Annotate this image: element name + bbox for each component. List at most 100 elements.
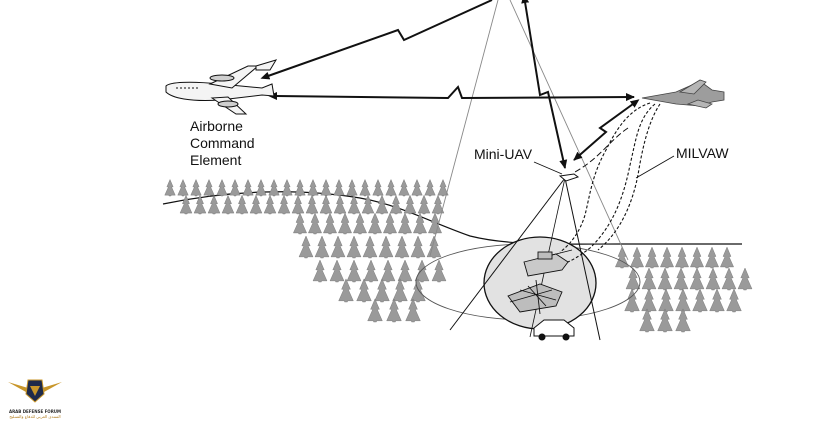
conifer-tree: [346, 235, 362, 259]
conifer-tree: [320, 178, 332, 197]
conifer-tree: [346, 259, 362, 283]
conifer-tree: [305, 194, 319, 215]
car-icon: [533, 319, 575, 341]
conifer-tree: [720, 246, 734, 269]
conifer-tree: [383, 212, 397, 235]
conifer-tree: [437, 178, 449, 197]
logo-name-arabic: المنتدى العربي للدفاع والتسليح: [9, 414, 61, 419]
mini-uav-label: Mini-UAV: [474, 146, 533, 162]
conifer-tree: [413, 212, 427, 235]
conifer-tree: [361, 194, 375, 215]
conifer-tree: [417, 194, 431, 215]
conifer-tree: [368, 212, 382, 235]
conifer-tree: [333, 178, 345, 197]
conifer-tree: [624, 288, 640, 313]
uav-sensor-line-2: [564, 177, 601, 341]
arab-defense-forum-logo: ARAB DEFENSE FORUM المنتدى العربي للدفاع…: [4, 374, 66, 419]
conifer-tree: [389, 194, 403, 215]
conifer-tree: [375, 194, 389, 215]
conifer-tree: [392, 278, 408, 303]
conifer-tree: [378, 235, 394, 259]
conifer-tree: [403, 194, 417, 215]
conifer-tree: [673, 267, 689, 291]
airborne-label-line-3: Element: [190, 152, 242, 168]
conifer-tree: [374, 278, 390, 303]
conifer-tree: [255, 178, 267, 197]
conifer-tree: [323, 212, 337, 235]
conifer-tree: [658, 288, 674, 313]
conifer-tree: [398, 178, 410, 197]
conifer-tree: [405, 298, 421, 323]
conifer-tree: [726, 288, 742, 313]
conifer-tree: [721, 267, 737, 291]
conifer-tree: [347, 194, 361, 215]
conifer-tree: [410, 235, 426, 259]
airborne-label-line-1: Airborne: [190, 118, 243, 134]
view-cone-left: [429, 0, 499, 257]
conifer-tree: [372, 178, 384, 197]
conifer-tree: [329, 259, 345, 283]
conifer-tree: [639, 308, 655, 333]
target-zone: [483, 236, 597, 330]
conifer-tree: [660, 246, 674, 269]
airborne-command-aircraft-icon: [165, 59, 278, 115]
conifer-tree: [298, 235, 314, 259]
conifer-tree: [645, 246, 659, 269]
airborne-command-element-label: Airborne Command Element: [190, 118, 255, 169]
milvaw-label: MILVAW: [676, 145, 729, 161]
conifer-tree: [410, 278, 426, 303]
conifer-tree: [193, 194, 207, 215]
conifer-tree: [333, 194, 347, 215]
airborne-label-line-2: Command: [190, 135, 255, 151]
conifer-tree: [657, 308, 673, 333]
logo-name: ARAB DEFENSE FORUM: [8, 409, 62, 414]
conifer-tree: [338, 212, 352, 235]
conifer-tree: [414, 259, 430, 283]
fighter-jet-icon: [641, 79, 725, 109]
logo-emblem-icon: [8, 379, 62, 403]
conifer-tree: [179, 194, 193, 215]
conifer-tree: [164, 178, 176, 197]
conifer-tree: [705, 246, 719, 269]
conifer-tree: [319, 194, 333, 215]
conifer-tree: [338, 278, 354, 303]
conifer-tree: [367, 298, 383, 323]
conifer-tree: [424, 178, 436, 197]
conifer-tree: [281, 178, 293, 197]
conifer-tree: [353, 212, 367, 235]
conifer-tree: [737, 267, 753, 291]
conifer-tree: [177, 178, 189, 197]
conifer-tree: [307, 178, 319, 197]
conifer-tree: [242, 178, 254, 197]
forest-left: [164, 178, 449, 323]
conifer-tree: [394, 235, 410, 259]
milvaw-leader: [635, 155, 675, 179]
conifer-tree: [291, 194, 305, 215]
conifer-tree: [625, 267, 641, 291]
conifer-tree: [692, 288, 708, 313]
conifer-tree: [675, 246, 689, 269]
conifer-tree: [216, 178, 228, 197]
conifer-tree: [249, 194, 263, 215]
link-fighter-uav: [573, 99, 640, 161]
milvaw-trajectory-2: [559, 103, 656, 266]
conifer-tree: [630, 246, 644, 269]
conifer-tree: [641, 267, 657, 291]
conifer-tree: [190, 178, 202, 197]
mini-uav-leader: [533, 161, 563, 175]
conifer-tree: [385, 178, 397, 197]
milvaw-trajectory-3: [597, 103, 661, 251]
conifer-tree: [314, 235, 330, 259]
conifer-tree: [362, 235, 378, 259]
conifer-tree: [398, 212, 412, 235]
conifer-tree: [312, 259, 328, 283]
conifer-tree: [709, 288, 725, 313]
conifer-tree: [293, 212, 307, 235]
conifer-tree: [277, 194, 291, 215]
forest-right: [615, 246, 753, 333]
conifer-tree: [411, 178, 423, 197]
conifer-tree: [397, 259, 413, 283]
link-aircraft-satellite: [260, 0, 493, 80]
conifer-tree: [657, 267, 673, 291]
